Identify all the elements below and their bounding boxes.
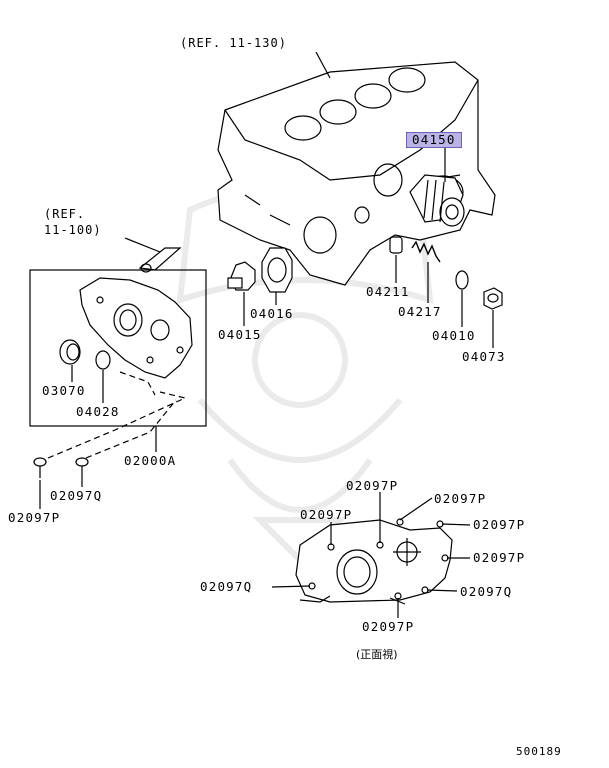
bolt-p-left-part-number[interactable]: 02097P bbox=[8, 510, 61, 525]
relief-spring-part-number[interactable]: 04217 bbox=[398, 304, 442, 319]
oil-seal bbox=[59, 339, 81, 365]
view-p-bottom-part-number[interactable]: 02097P bbox=[362, 619, 415, 634]
o-ring-part-number[interactable]: 04028 bbox=[76, 404, 120, 419]
front-view-leaders bbox=[271, 492, 471, 618]
ref-cover-leader bbox=[124, 237, 161, 253]
view-q-left-part-number[interactable]: 02097Q bbox=[200, 579, 253, 594]
inner-rotor bbox=[227, 261, 256, 291]
oil-pump-body bbox=[79, 277, 193, 379]
relief-plunger-part-number[interactable]: 04211 bbox=[366, 284, 410, 299]
bolt-left-q bbox=[75, 457, 89, 478]
gasket bbox=[455, 270, 469, 290]
view-p-topright-part-number[interactable]: 02097P bbox=[434, 491, 487, 506]
plug bbox=[483, 287, 503, 310]
ref-block-label: (REF. 11-130) bbox=[180, 36, 287, 50]
oil-filter-part-number[interactable]: 04150 bbox=[406, 132, 462, 148]
bolt-dash-lines bbox=[47, 371, 187, 459]
outer-rotor bbox=[261, 247, 293, 293]
view-p-right1-part-number[interactable]: 02097P bbox=[473, 517, 526, 532]
inner-rotor-part-number[interactable]: 04015 bbox=[218, 327, 262, 342]
relief-spring bbox=[411, 240, 441, 263]
oil-seal-part-number[interactable]: 03070 bbox=[42, 383, 86, 398]
ref-cover-label-line2: 11-100) bbox=[44, 223, 102, 237]
gasket-part-number[interactable]: 04010 bbox=[432, 328, 476, 343]
engine-block bbox=[217, 61, 496, 286]
ref-cover-label-line1: (REF. bbox=[44, 207, 86, 221]
pump-assembly-box bbox=[29, 269, 207, 427]
figure-number: 500189 bbox=[516, 745, 562, 758]
oil-filter bbox=[409, 174, 465, 227]
front-view-pump bbox=[295, 518, 453, 605]
bolt-left-p bbox=[33, 457, 47, 478]
view-p-right2-part-number[interactable]: 02097P bbox=[473, 550, 526, 565]
ref-block-leader bbox=[315, 51, 331, 79]
view-p-top-part-number[interactable]: 02097P bbox=[346, 478, 399, 493]
relief-plunger bbox=[389, 236, 403, 254]
view-q-right-part-number[interactable]: 02097Q bbox=[460, 584, 513, 599]
plug-part-number[interactable]: 04073 bbox=[462, 349, 506, 364]
dipstick-tube bbox=[138, 247, 182, 273]
pump-assy-part-number[interactable]: 02000A bbox=[124, 453, 177, 468]
outer-rotor-part-number[interactable]: 04016 bbox=[250, 306, 294, 321]
bolt-q-left-part-number[interactable]: 02097Q bbox=[50, 488, 103, 503]
view-p-upperleft-part-number[interactable]: 02097P bbox=[300, 507, 353, 522]
o-ring bbox=[95, 350, 111, 370]
front-view-caption: (正面視) bbox=[356, 648, 398, 661]
